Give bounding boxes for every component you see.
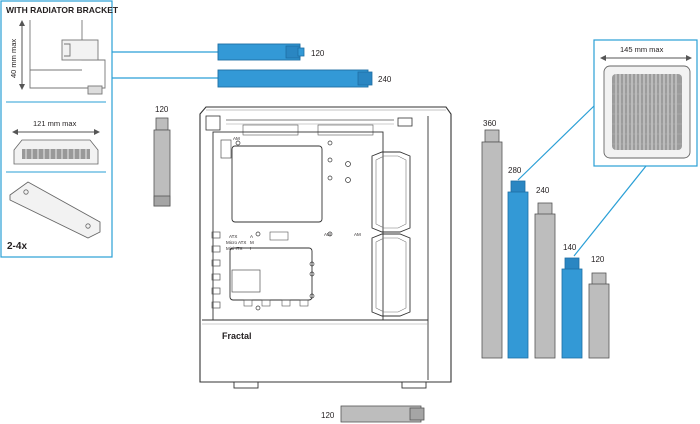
svg-text:Mini ITX: Mini ITX: [226, 246, 243, 251]
radiator-face-large: [603, 65, 691, 159]
radiator-left-120: [153, 117, 171, 207]
radiator-front-240: [534, 202, 556, 359]
svg-text:AM: AM: [354, 232, 361, 237]
bracket-side-view: [29, 20, 106, 95]
label-top-240: 240: [378, 75, 392, 84]
label-front-360: 360: [483, 119, 497, 128]
label-rear-120: 120: [591, 255, 605, 264]
svg-text:Micro ATX: Micro ATX: [226, 240, 246, 245]
svg-text:I: I: [250, 246, 251, 251]
left-info-panel: WITH RADIATOR BRACKET 40 mm max 121 mm m…: [0, 0, 218, 258]
svg-text:M: M: [250, 240, 254, 245]
right-width-label: 145 mm max: [620, 45, 664, 54]
right-info-panel: 145 mm max: [517, 39, 698, 257]
svg-text:AM: AM: [324, 232, 331, 237]
label-bottom-120: 120: [321, 411, 335, 420]
height-label: 40 mm max: [9, 39, 18, 78]
radiator-top-240: [217, 69, 373, 88]
label-left-120: 120: [155, 105, 169, 114]
panel-title: WITH RADIATOR BRACKET: [6, 5, 119, 15]
radiator-rear-140: [561, 257, 583, 359]
radiator-face-small: [13, 139, 99, 165]
radiator-top-120: [217, 43, 305, 61]
width-label: 121 mm max: [33, 119, 77, 128]
bracket-count: 2-4x: [7, 241, 27, 252]
radiator-front-360: [481, 129, 503, 359]
label-front-240: 240: [536, 186, 550, 195]
callout-line-280: [517, 105, 595, 181]
svg-text:A: A: [250, 234, 253, 239]
pc-case: ATX A Micro ATX M Mini ITX I AM AM AM Fr…: [199, 106, 452, 389]
bracket-piece: [9, 181, 101, 239]
radiator-bottom-120: [340, 405, 425, 423]
callout-line-140: [573, 165, 647, 257]
label-rear-140: 140: [563, 243, 577, 252]
svg-text:AM: AM: [233, 136, 240, 141]
brand-logo: Fractal: [222, 331, 252, 341]
svg-text:ATX: ATX: [229, 234, 237, 239]
radiator-front-280: [507, 180, 529, 359]
label-front-280: 280: [508, 166, 522, 175]
label-top-120: 120: [311, 49, 325, 58]
motherboard-labels: ATX A Micro ATX M Mini ITX I AM AM AM: [226, 136, 361, 251]
radiator-rear-120: [588, 272, 610, 359]
front-fan-frames: [371, 151, 411, 317]
